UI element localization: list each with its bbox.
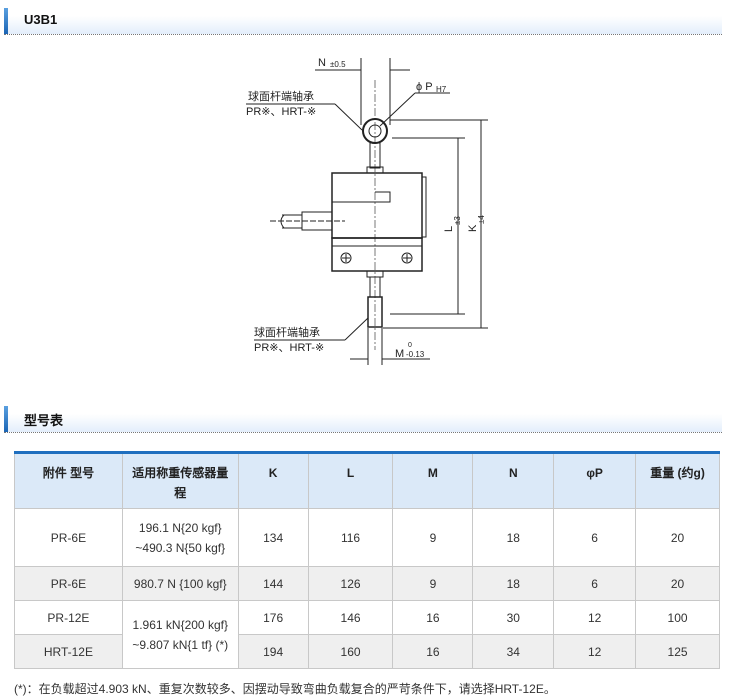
- range-line: 196.1 N{20 kgf}: [138, 520, 222, 535]
- cell-k: 194: [237, 634, 309, 669]
- table-header-row: 附件 型号 适用称重传感器量程 K L M N φP 重量 (约g): [14, 452, 720, 509]
- cell-m: 16: [392, 634, 474, 669]
- dim-l-tolerance: ±3: [453, 216, 462, 225]
- dim-m-tol-upper: 0: [408, 342, 412, 349]
- cell-l: 160: [307, 634, 394, 669]
- cell-k: 176: [237, 600, 309, 635]
- table-row: PR-6E 980.7 N {100 kgf} 144 126 9 18 6 2…: [14, 566, 720, 601]
- dim-m-tol-lower: -0.13: [406, 350, 425, 359]
- cell-l: 116: [307, 508, 394, 567]
- bearing-model-bottom: PR※、HRT-※: [254, 342, 324, 354]
- cell-weight: 100: [635, 600, 720, 635]
- dimension-drawing: N ±0.5 ϕ P H7 球面杆端轴承 PR※、HRT-※ L±3 K±4 球…: [246, 57, 488, 365]
- dim-n-label: N: [318, 57, 326, 69]
- cell-n: 30: [472, 600, 555, 635]
- section-title: 型号表: [24, 413, 64, 428]
- cell-range: 196.1 N{20 kgf} ~490.3 N{50 kgf}: [121, 508, 239, 567]
- section-header-model-table: 型号表: [4, 402, 722, 433]
- header-m: M: [392, 452, 474, 509]
- cell-p: 12: [553, 600, 637, 635]
- footnote: (*)：在负载超过4.903 kN、重复次数较多、因摆动导致弯曲负载复合的严苛条…: [14, 682, 556, 696]
- cell-model: PR-6E: [14, 508, 123, 567]
- range-line: ~490.3 N{50 kgf}: [135, 540, 226, 555]
- bearing-label-top: 球面杆端轴承: [248, 89, 314, 103]
- cell-n: 18: [472, 566, 555, 601]
- cell-m: 16: [392, 600, 474, 635]
- cell-range: 980.7 N {100 kgf}: [121, 566, 239, 601]
- header-l: L: [307, 452, 394, 509]
- dim-p-tolerance: H7: [436, 85, 447, 94]
- model-table: 附件 型号 适用称重传感器量程 K L M N φP 重量 (约g) PR-6E…: [14, 451, 720, 669]
- dim-l-label: L: [443, 226, 455, 232]
- header-k: K: [237, 452, 309, 509]
- cell-n: 34: [472, 634, 555, 669]
- header-accessory-model: 附件 型号: [14, 452, 123, 509]
- cell-p: 12: [553, 634, 637, 669]
- header-p: φP: [553, 452, 637, 509]
- table-row: PR-12E 1.961 kN{200 kgf} ~9.807 kN{1 tf} …: [14, 600, 720, 669]
- header-range: 适用称重传感器量程: [121, 452, 239, 509]
- cell-k: 134: [237, 508, 309, 567]
- cell-l: 126: [307, 566, 394, 601]
- cell-weight: 20: [635, 566, 720, 601]
- header-weight: 重量 (约g): [635, 452, 720, 509]
- bearing-label-bottom: 球面杆端轴承: [254, 325, 320, 339]
- section-accent-bar: [4, 8, 8, 34]
- dim-n-tolerance: ±0.5: [330, 60, 346, 69]
- cell-range: 1.961 kN{200 kgf} ~9.807 kN{1 tf} (*): [121, 600, 239, 669]
- cell-model: PR-12E: [14, 600, 123, 635]
- cell-p: 6: [553, 566, 637, 601]
- header-n: N: [472, 452, 555, 509]
- dim-m-label: M: [395, 348, 404, 360]
- dim-p-label: ϕ P: [416, 81, 433, 93]
- cell-k: 144: [237, 566, 309, 601]
- cell-weight: 20: [635, 508, 720, 567]
- range-line: 1.961 kN{200 kgf}: [132, 617, 228, 632]
- section-header-model: U3B1: [4, 4, 722, 35]
- cell-model: PR-6E: [14, 566, 123, 601]
- cell-p: 6: [553, 508, 637, 567]
- dim-k-label: K: [467, 224, 479, 232]
- cell-model: HRT-12E: [14, 634, 123, 669]
- section-title: U3B1: [24, 12, 58, 27]
- cell-m: 9: [392, 508, 474, 567]
- cell-l: 146: [307, 600, 394, 635]
- cell-n: 18: [472, 508, 555, 567]
- cell-weight: 125: [635, 634, 720, 669]
- table-row: PR-6E 196.1 N{20 kgf} ~490.3 N{50 kgf} 13…: [14, 508, 720, 567]
- bearing-model-top: PR※、HRT-※: [246, 106, 316, 118]
- table-row: HRT-12E 194 160 16 34 12 125: [14, 634, 720, 669]
- cell-m: 9: [392, 566, 474, 601]
- dim-k-tolerance: ±4: [477, 215, 486, 224]
- range-line: ~9.807 kN{1 tf} (*): [132, 637, 229, 652]
- section-accent-bar: [4, 406, 8, 432]
